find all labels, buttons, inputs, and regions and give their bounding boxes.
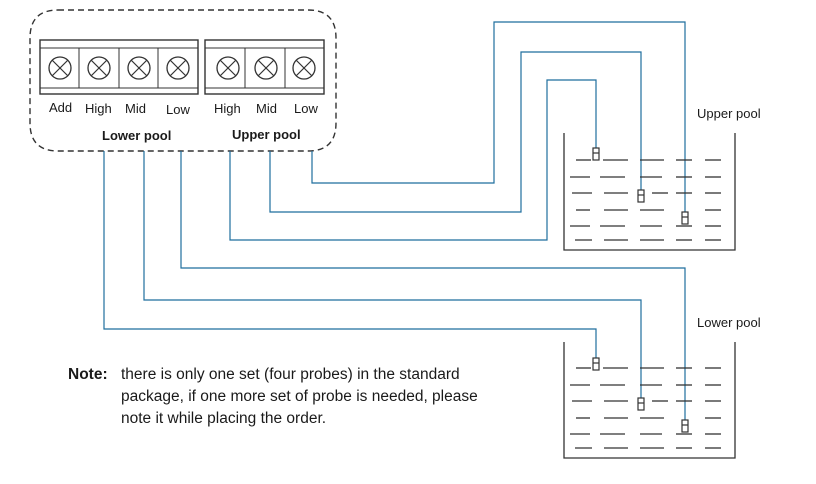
terminal-label-upper-low: Low: [294, 101, 318, 116]
upper-pool-group-label: Upper pool: [232, 127, 301, 142]
terminal-label-upper-mid: Mid: [256, 101, 277, 116]
terminal-screw-upper-low: [292, 56, 316, 80]
probe-icon: [637, 189, 645, 203]
wire-upper-mid: [269, 51, 642, 213]
terminal-label-add: Add: [49, 100, 72, 115]
terminal-screw-lower-low: [166, 56, 190, 80]
probe-icon: [592, 147, 600, 161]
controller-housing: [29, 9, 337, 152]
probe-icon: [592, 357, 600, 371]
wire-lower-high: [103, 151, 597, 358]
probe-icon: [637, 397, 645, 411]
note-key: Note:: [68, 366, 108, 383]
terminal-label-lower-low: Low: [166, 102, 190, 117]
lower-pool-group-label: Lower pool: [102, 128, 171, 143]
note-text: there is only one set (four probes) in t…: [121, 366, 478, 427]
terminal-screw-lower-mid: [127, 56, 151, 80]
wire-lower-mid: [143, 151, 642, 398]
wire-lower-low: [180, 151, 686, 420]
probe-icon: [681, 211, 689, 225]
wire-upper-low: [229, 79, 597, 241]
probe-icon: [681, 419, 689, 433]
upper-terminal-strip: [204, 39, 325, 95]
lower-pool-tank: [563, 342, 736, 459]
lower-pool-label: Lower pool: [697, 315, 761, 330]
terminal-label-upper-high: High: [214, 101, 241, 116]
terminal-screw-lower-high: [87, 56, 111, 80]
upper-pool-label: Upper pool: [697, 106, 761, 121]
upper-pool-water: [570, 159, 721, 241]
upper-pool-tank: [563, 133, 736, 251]
wire-upper-high: [311, 21, 686, 212]
installation-note: Note: there is only one set (four probes…: [68, 364, 488, 430]
terminal-screw-upper-mid: [254, 56, 278, 80]
terminal-label-lower-high: High: [85, 101, 112, 116]
lower-pool-water: [570, 367, 721, 449]
terminal-screw-add: [48, 56, 72, 80]
lower-terminal-strip: [39, 39, 199, 95]
terminal-screw-upper-high: [216, 56, 240, 80]
terminal-label-lower-mid: Mid: [125, 101, 146, 116]
